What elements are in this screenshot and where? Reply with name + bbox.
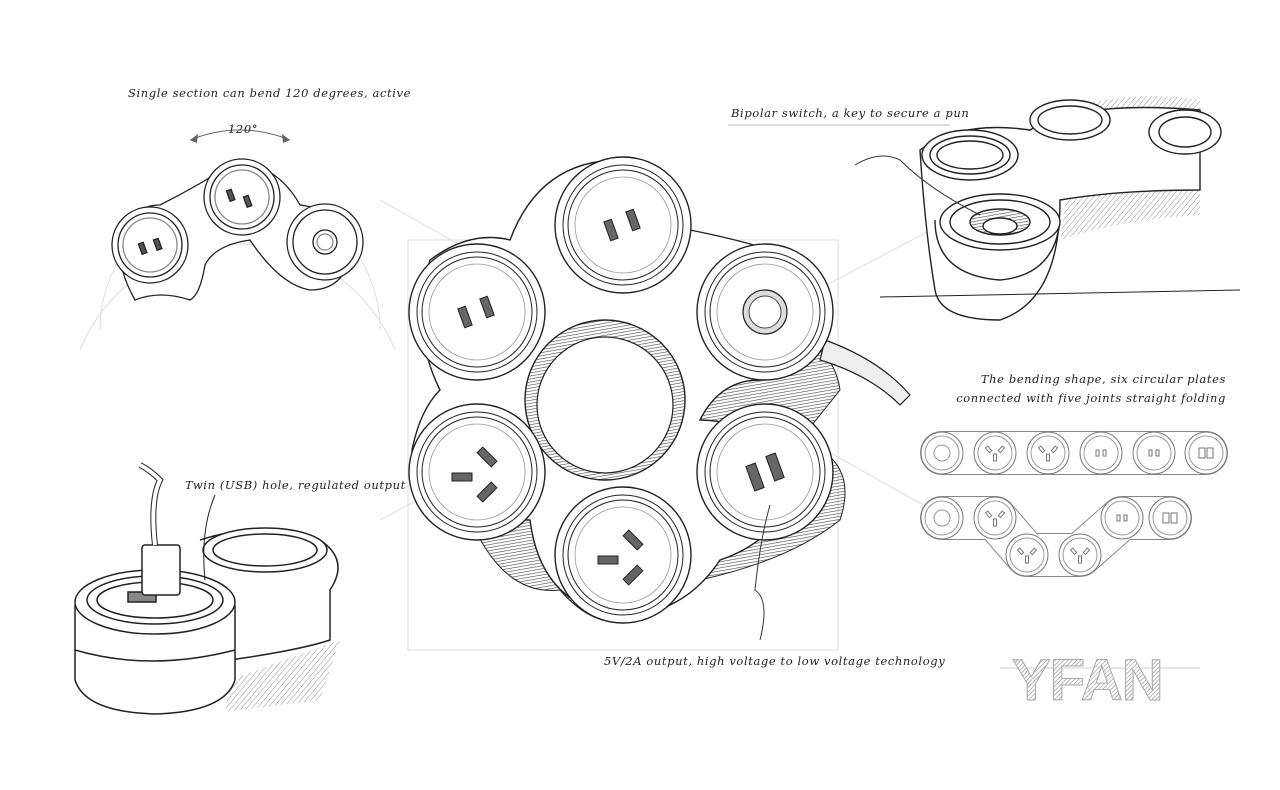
bend-sketch (111, 129, 364, 301)
ring-modules (408, 156, 834, 624)
usb-sketch (74, 462, 340, 715)
brand-logo: YFAN (1012, 648, 1165, 713)
annotation-usb: Twin (USB) hole, regulated output (185, 478, 406, 492)
power-cord (819, 339, 911, 406)
strip-module-two-pin (1132, 431, 1176, 475)
socket-slot (451, 472, 473, 482)
socket-slot (603, 218, 619, 242)
module-three-pin-socket (408, 403, 546, 541)
annotation-bend: Single section can bend 120 degrees, act… (128, 86, 411, 100)
leader-lines (728, 124, 1200, 669)
socket-slot (622, 529, 644, 551)
strip-module-two-pin (1079, 431, 1123, 475)
strip (920, 496, 1192, 577)
socket-slot (745, 462, 765, 492)
annotation-bend-angle: 120° (228, 122, 259, 136)
socket-slot (457, 305, 473, 329)
module-dual-usb (696, 403, 834, 541)
module-two-pin-socket (408, 243, 546, 381)
strip-module-three-pin (973, 496, 1017, 540)
strip-module-three-pin (1058, 533, 1102, 577)
strip-module-switch (920, 431, 964, 475)
strip-module-three-pin (973, 431, 1017, 475)
strip-module-usb (1148, 496, 1192, 540)
strip-module-two-pin (1100, 496, 1144, 540)
perspective-sketch (879, 96, 1241, 321)
socket-slot (476, 446, 498, 468)
socket-slot (479, 295, 495, 319)
annotation-switch: Bipolar switch, a key to secure a pun (731, 106, 970, 120)
strip (920, 431, 1228, 475)
socket-slot (765, 452, 785, 482)
module-power-switch (696, 243, 834, 381)
module-three-pin-socket (554, 486, 692, 624)
strip-module-three-pin (1026, 431, 1070, 475)
strip-module-three-pin (1005, 533, 1049, 577)
annotation-shape-line2: connected with five joints straight fold… (956, 391, 1226, 405)
socket-slot (625, 208, 641, 232)
annotation-output: 5V/2A output, high voltage to low voltag… (604, 654, 946, 668)
annotation-shape-line1: The bending shape, six circular plates (980, 372, 1226, 386)
linear-strips (920, 431, 1228, 577)
strip-module-usb (1184, 431, 1228, 475)
strip-module-switch (920, 496, 964, 540)
socket-slot (597, 555, 619, 565)
socket-slot (476, 481, 498, 503)
module-two-pin-socket (554, 156, 692, 294)
socket-slot (622, 564, 644, 586)
